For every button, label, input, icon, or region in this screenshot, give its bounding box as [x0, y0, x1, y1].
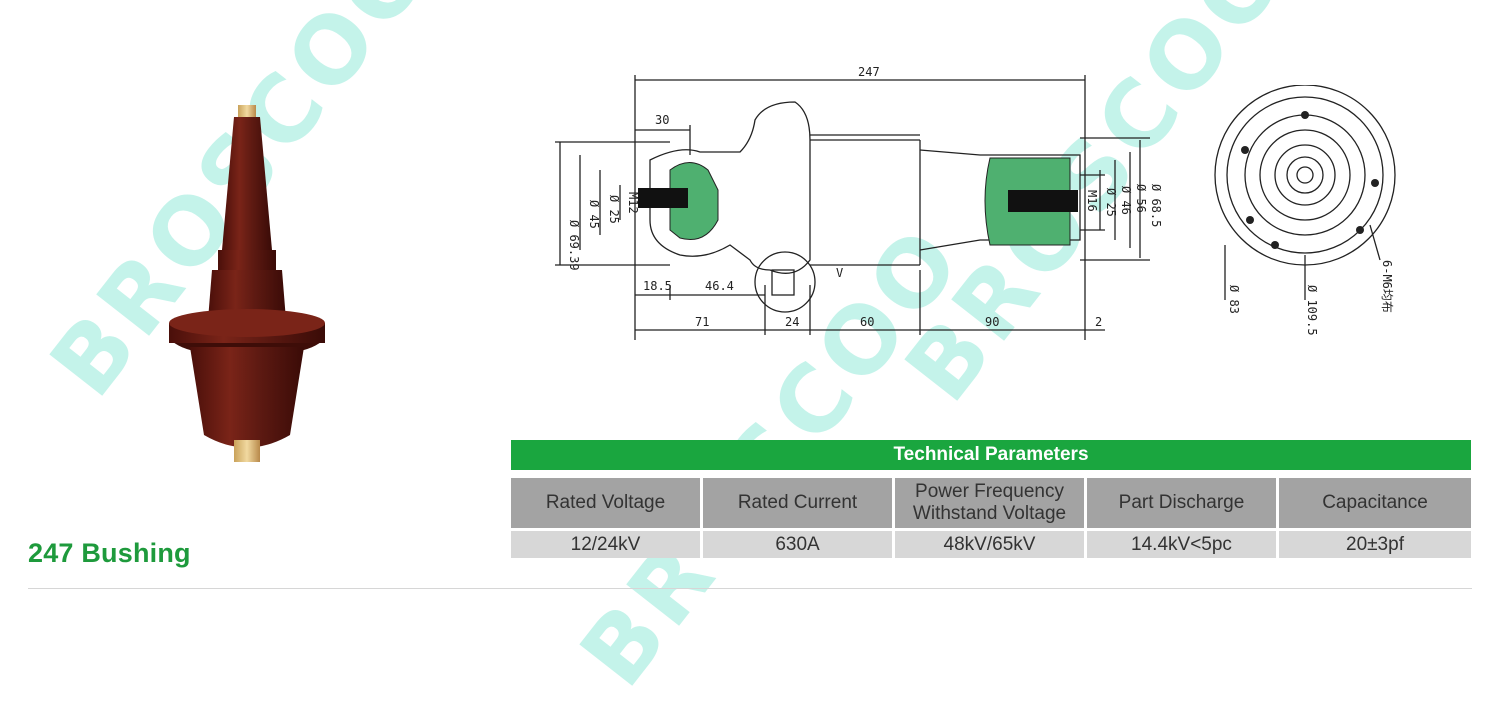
- end-view-drawing: Ø 83 Ø 109.5 6-M6均布: [1214, 85, 1396, 335]
- table-title: Technical Parameters: [511, 440, 1471, 470]
- header-rated-voltage: Rated Voltage: [511, 470, 703, 528]
- value-rated-current: 630A: [703, 528, 895, 558]
- technical-parameters-table: Technical Parameters Rated Voltage Rated…: [511, 440, 1471, 558]
- dim-marker-v: V: [836, 266, 843, 280]
- dim-end-d83: Ø 83: [1227, 285, 1241, 314]
- bushing-photo: [169, 105, 325, 462]
- dim-d-left-45: Ø 45: [587, 200, 601, 229]
- header-capacitance: Capacitance: [1279, 470, 1471, 528]
- dim-d-right-685: Ø 68.5: [1149, 184, 1163, 227]
- dim-seg-5: 2: [1095, 315, 1102, 329]
- dim-d-outer-left: Ø 69.39: [567, 220, 581, 271]
- value-power-frequency: 48kV/65kV: [895, 528, 1087, 558]
- dim-seg-3: 60: [860, 315, 874, 329]
- value-part-discharge: 14.4kV<5pc: [1087, 528, 1279, 558]
- header-part-discharge: Part Discharge: [1087, 470, 1279, 528]
- dim-left-bore: 18.5: [643, 279, 672, 293]
- dim-top-left: 30: [655, 113, 669, 127]
- dim-thread-right: M16: [1085, 190, 1099, 212]
- dim-seg-4: 90: [985, 315, 999, 329]
- dim-overall: 247: [858, 65, 880, 79]
- dim-d-right-46: Ø 46: [1119, 186, 1133, 215]
- header-power-frequency: Power Frequency Withstand Voltage: [895, 470, 1087, 528]
- table-header-row: Rated Voltage Rated Current Power Freque…: [511, 470, 1471, 528]
- value-capacitance: 20±3pf: [1279, 528, 1471, 558]
- value-rated-voltage: 12/24kV: [511, 528, 703, 558]
- dim-d-left-25: Ø 25: [607, 195, 621, 224]
- dim-left-len: 46.4: [705, 279, 734, 293]
- divider: [28, 588, 1472, 589]
- table-row: 12/24kV 630A 48kV/65kV 14.4kV<5pc 20±3pf: [511, 528, 1471, 558]
- dim-end-d1095: Ø 109.5: [1305, 285, 1319, 335]
- dim-seg-2: 24: [785, 315, 799, 329]
- dim-seg-1: 71: [695, 315, 709, 329]
- product-title: 247 Bushing: [28, 538, 191, 568]
- dim-d-right-25: Ø 25: [1104, 188, 1118, 217]
- dim-d-right-56: Ø 56: [1134, 184, 1148, 213]
- dim-thread-left: M12: [626, 192, 640, 214]
- dim-end-holes: 6-M6均布: [1380, 260, 1394, 313]
- technical-drawing: 247 30 18.5 46.4 71 24 60 90 2 V Ø 69.39…: [555, 65, 1163, 340]
- header-rated-current: Rated Current: [703, 470, 895, 528]
